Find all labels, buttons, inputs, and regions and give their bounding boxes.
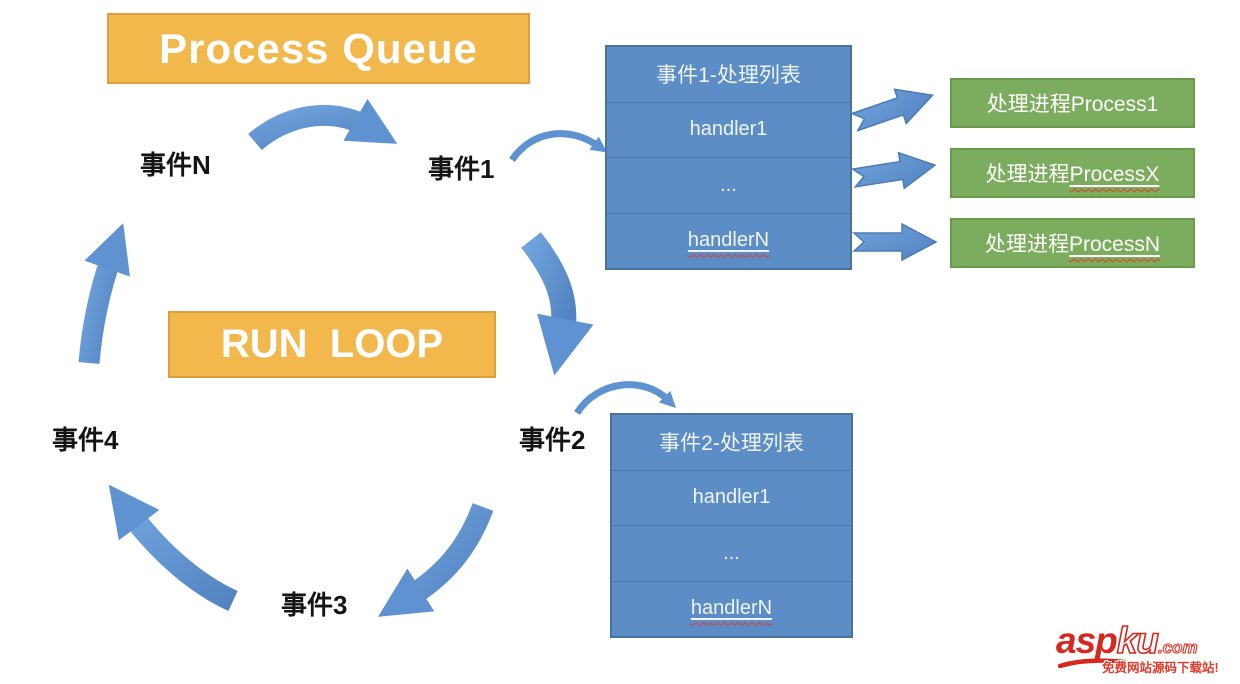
table1-row-ellipsis: ... xyxy=(607,158,850,214)
table1-ellipsis-text: ... xyxy=(720,173,737,196)
table2-handlerN-text: handlerN xyxy=(690,597,773,620)
event2-handler-table: 事件2-处理列表 handler1 ... handlerN xyxy=(610,413,853,638)
arrow-table1-to-process3 xyxy=(852,222,938,262)
table2-ellipsis-text: ... xyxy=(723,541,740,564)
arrow-event1-to-event2 xyxy=(521,232,594,376)
run-loop-label: RUN LOOP xyxy=(220,322,444,366)
processN-label: 处理进程ProcessN xyxy=(984,233,1161,256)
event-label-3: 事件3 xyxy=(281,590,348,620)
watermark-asp: asp xyxy=(1056,620,1118,661)
arrow-table1-to-process1 xyxy=(849,88,935,132)
table1-row-handler1: handler1 xyxy=(607,103,850,158)
arrow-event4-to-eventN xyxy=(78,223,130,364)
arrow-event3-to-event4 xyxy=(108,484,238,611)
arrow-table1-to-process2 xyxy=(850,151,937,190)
table2-header: 事件2-处理列表 xyxy=(612,415,851,471)
table2-handler1-text: handler1 xyxy=(692,486,771,509)
process-box-1: 处理进程Process1 xyxy=(950,78,1195,128)
arrow-event2-to-table2 xyxy=(574,381,676,416)
watermark-com: .com xyxy=(1157,637,1198,657)
event1-handler-table: 事件1-处理列表 handler1 ... handlerN xyxy=(605,45,852,270)
table2-row-handler1: handler1 xyxy=(612,471,851,526)
table2-row-ellipsis: ... xyxy=(612,526,851,582)
event-label-2: 事件2 xyxy=(519,425,586,455)
process-queue-box: Process Queue xyxy=(107,13,530,84)
watermark-ku: ku xyxy=(1116,619,1160,662)
process1-label: 处理进程Process1 xyxy=(986,93,1159,116)
event-label-1: 事件1 xyxy=(428,154,495,184)
process-queue-label: Process Queue xyxy=(159,24,478,72)
table2-header-text: 事件2-处理列表 xyxy=(659,432,804,456)
watermark-logo: aspku.com xyxy=(1056,619,1198,662)
run-loop-box: RUN LOOP xyxy=(168,311,496,378)
table2-row-handlerN: handlerN xyxy=(612,582,851,637)
table1-header: 事件1-处理列表 xyxy=(607,47,850,103)
table1-handlerN-text: handlerN xyxy=(687,229,770,252)
event-label-n: 事件N xyxy=(140,150,211,180)
watermark: aspku.com 免费网站源码下载站! xyxy=(1056,619,1236,680)
process-box-n: 处理进程ProcessN xyxy=(950,218,1195,268)
watermark-swoosh-icon xyxy=(1058,658,1127,668)
table1-handler1-text: handler1 xyxy=(689,118,768,141)
event-label-4: 事件4 xyxy=(52,425,119,455)
table1-header-text: 事件1-处理列表 xyxy=(656,64,801,88)
process-box-x: 处理进程ProcessX xyxy=(950,148,1195,198)
watermark-tagline: 免费网站源码下载站! xyxy=(1102,661,1219,675)
arrow-event1-to-table1 xyxy=(509,130,608,163)
processX-label: 处理进程ProcessX xyxy=(985,163,1160,186)
table1-row-handlerN: handlerN xyxy=(607,214,850,269)
arrow-event2-to-event3 xyxy=(378,503,494,617)
arrow-eventN-to-event1 xyxy=(248,98,398,151)
